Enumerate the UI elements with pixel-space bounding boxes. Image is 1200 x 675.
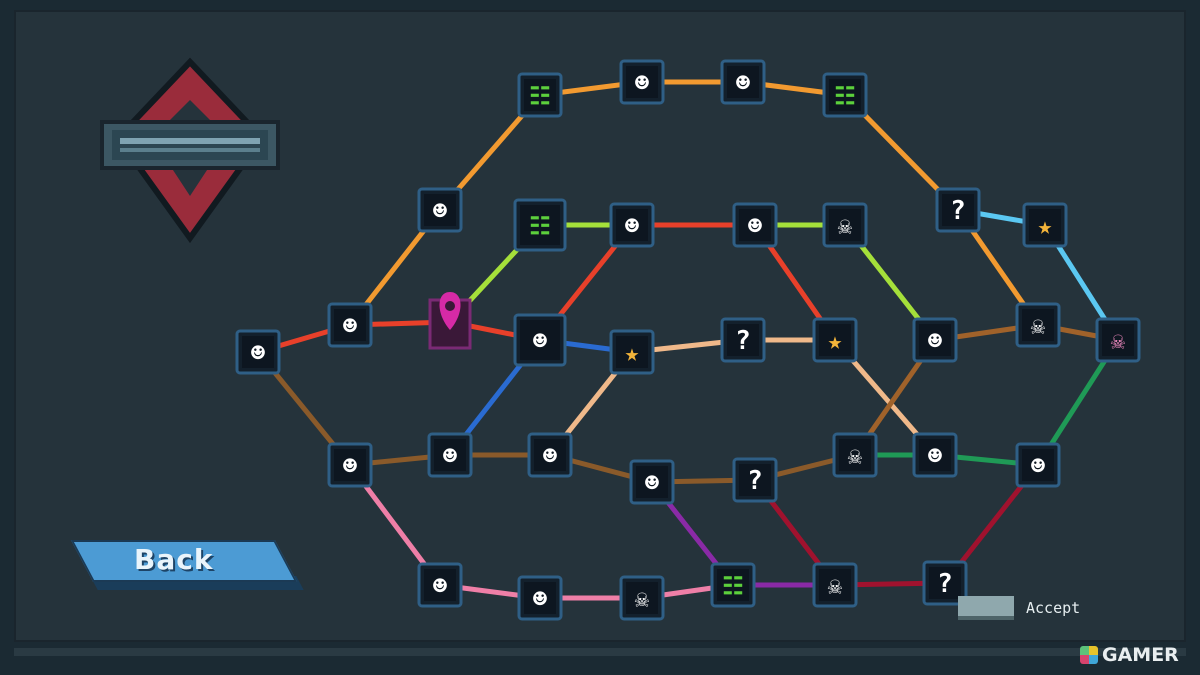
map-node-shop[interactable]: ☷: [513, 198, 567, 252]
map-node-mystery[interactable]: ?: [720, 317, 766, 363]
skull-icon: ☠: [1031, 312, 1046, 340]
map-node-monster[interactable]: ☻: [609, 202, 655, 248]
shop-icon: ☷: [722, 572, 744, 600]
map-node-shop[interactable]: ☷: [822, 72, 868, 118]
monster-icon: ☻: [343, 312, 357, 340]
monster-icon: ☻: [928, 442, 942, 470]
map-node-monster[interactable]: ☻: [417, 562, 463, 608]
back-button[interactable]: Back: [70, 540, 304, 596]
shop-icon: ☷: [834, 82, 856, 110]
map-node-skull[interactable]: ☠: [1015, 302, 1061, 348]
monster-icon: ☻: [533, 327, 547, 355]
watermark-text: GAMER: [1102, 644, 1179, 666]
map-node-monster[interactable]: ☻: [517, 575, 563, 621]
monster-icon: ☻: [433, 572, 447, 600]
star-icon: ★: [625, 339, 639, 367]
star-icon: ★: [1038, 212, 1052, 240]
map-node-monster[interactable]: ☻: [513, 313, 567, 367]
shop-icon: ☷: [529, 82, 551, 110]
map-node-monster[interactable]: ☻: [327, 442, 373, 488]
accept-prompt[interactable]: Accept: [958, 596, 1080, 620]
monster-icon: ☻: [1031, 452, 1045, 480]
route-emblem: [100, 57, 280, 244]
skull-icon: ☠: [838, 212, 853, 240]
map-node-monster[interactable]: ☻: [629, 459, 675, 505]
skull-icon: ☠: [828, 572, 843, 600]
monster-icon: ☻: [748, 212, 762, 240]
map-node-monster[interactable]: ☻: [417, 187, 463, 233]
shop-icon: ☷: [529, 212, 551, 240]
monster-icon: ☻: [645, 469, 659, 497]
accept-label: Accept: [1026, 599, 1081, 617]
route-nodes: ☻ ☻ ☻ ☷ ☻ ☻ ☷ ☷ ☻ ☻ ☠? ★ ☻ ★? ★ ☻ ☠ ☠ ☻ ☻ ☻ ☻? ☠ ☻ ☻ ☻ ☻ ☠ ☷ ☠?: [235, 59, 1141, 621]
map-node-skull[interactable]: ☠: [812, 562, 858, 608]
map-node-shop[interactable]: ☷: [710, 562, 756, 608]
gamer-logo-icon: [1080, 646, 1098, 664]
route-edges: [256, 79, 1121, 601]
monster-icon: ☻: [625, 212, 639, 240]
map-node-monster[interactable]: ☻: [1015, 442, 1061, 488]
bottom-strip: [14, 648, 1186, 656]
skull-icon: ☠: [848, 442, 863, 470]
accept-key-icon: [958, 596, 1014, 620]
map-node-monster[interactable]: ☻: [732, 202, 778, 248]
mystery-icon: ?: [950, 196, 966, 226]
mystery-icon: ?: [937, 569, 953, 599]
map-node-monster[interactable]: ☻: [235, 329, 281, 375]
boss-icon: ☠: [1111, 327, 1126, 355]
monster-icon: ☻: [533, 585, 547, 613]
map-node-skull[interactable]: ☠: [832, 432, 878, 478]
monster-icon: ☻: [433, 197, 447, 225]
map-node-monster[interactable]: ☻: [619, 59, 665, 105]
map-node-skull[interactable]: ☠: [619, 575, 665, 621]
skull-icon: ☠: [635, 585, 650, 613]
map-node-monster[interactable]: ☻: [327, 302, 373, 348]
monster-icon: ☻: [251, 339, 265, 367]
star-icon: ★: [828, 327, 842, 355]
map-node-monster[interactable]: ☻: [912, 432, 958, 478]
monster-icon: ☻: [343, 452, 357, 480]
map-node-location[interactable]: [428, 292, 472, 350]
map-node-mystery[interactable]: ?: [935, 187, 981, 233]
map-node-star[interactable]: ★: [609, 329, 655, 375]
monster-icon: ☻: [928, 327, 942, 355]
map-node-boss[interactable]: ☠: [1095, 317, 1141, 363]
map-node-shop[interactable]: ☷: [517, 72, 563, 118]
map-node-star[interactable]: ★: [812, 317, 858, 363]
map-node-monster[interactable]: ☻: [427, 432, 473, 478]
watermark: GAMER: [1080, 644, 1179, 666]
monster-icon: ☻: [543, 442, 557, 470]
mystery-icon: ?: [747, 466, 763, 496]
monster-icon: ☻: [635, 69, 649, 97]
map-node-monster[interactable]: ☻: [720, 59, 766, 105]
map-node-monster[interactable]: ☻: [912, 317, 958, 363]
map-node-mystery[interactable]: ?: [922, 560, 968, 606]
map-node-skull[interactable]: ☠: [822, 202, 868, 248]
monster-icon: ☻: [736, 69, 750, 97]
map-node-star[interactable]: ★: [1022, 202, 1068, 248]
mystery-icon: ?: [735, 326, 751, 356]
back-button-label: Back: [134, 543, 214, 576]
map-node-monster[interactable]: ☻: [527, 432, 573, 478]
monster-icon: ☻: [443, 442, 457, 470]
map-node-mystery[interactable]: ?: [732, 457, 778, 503]
